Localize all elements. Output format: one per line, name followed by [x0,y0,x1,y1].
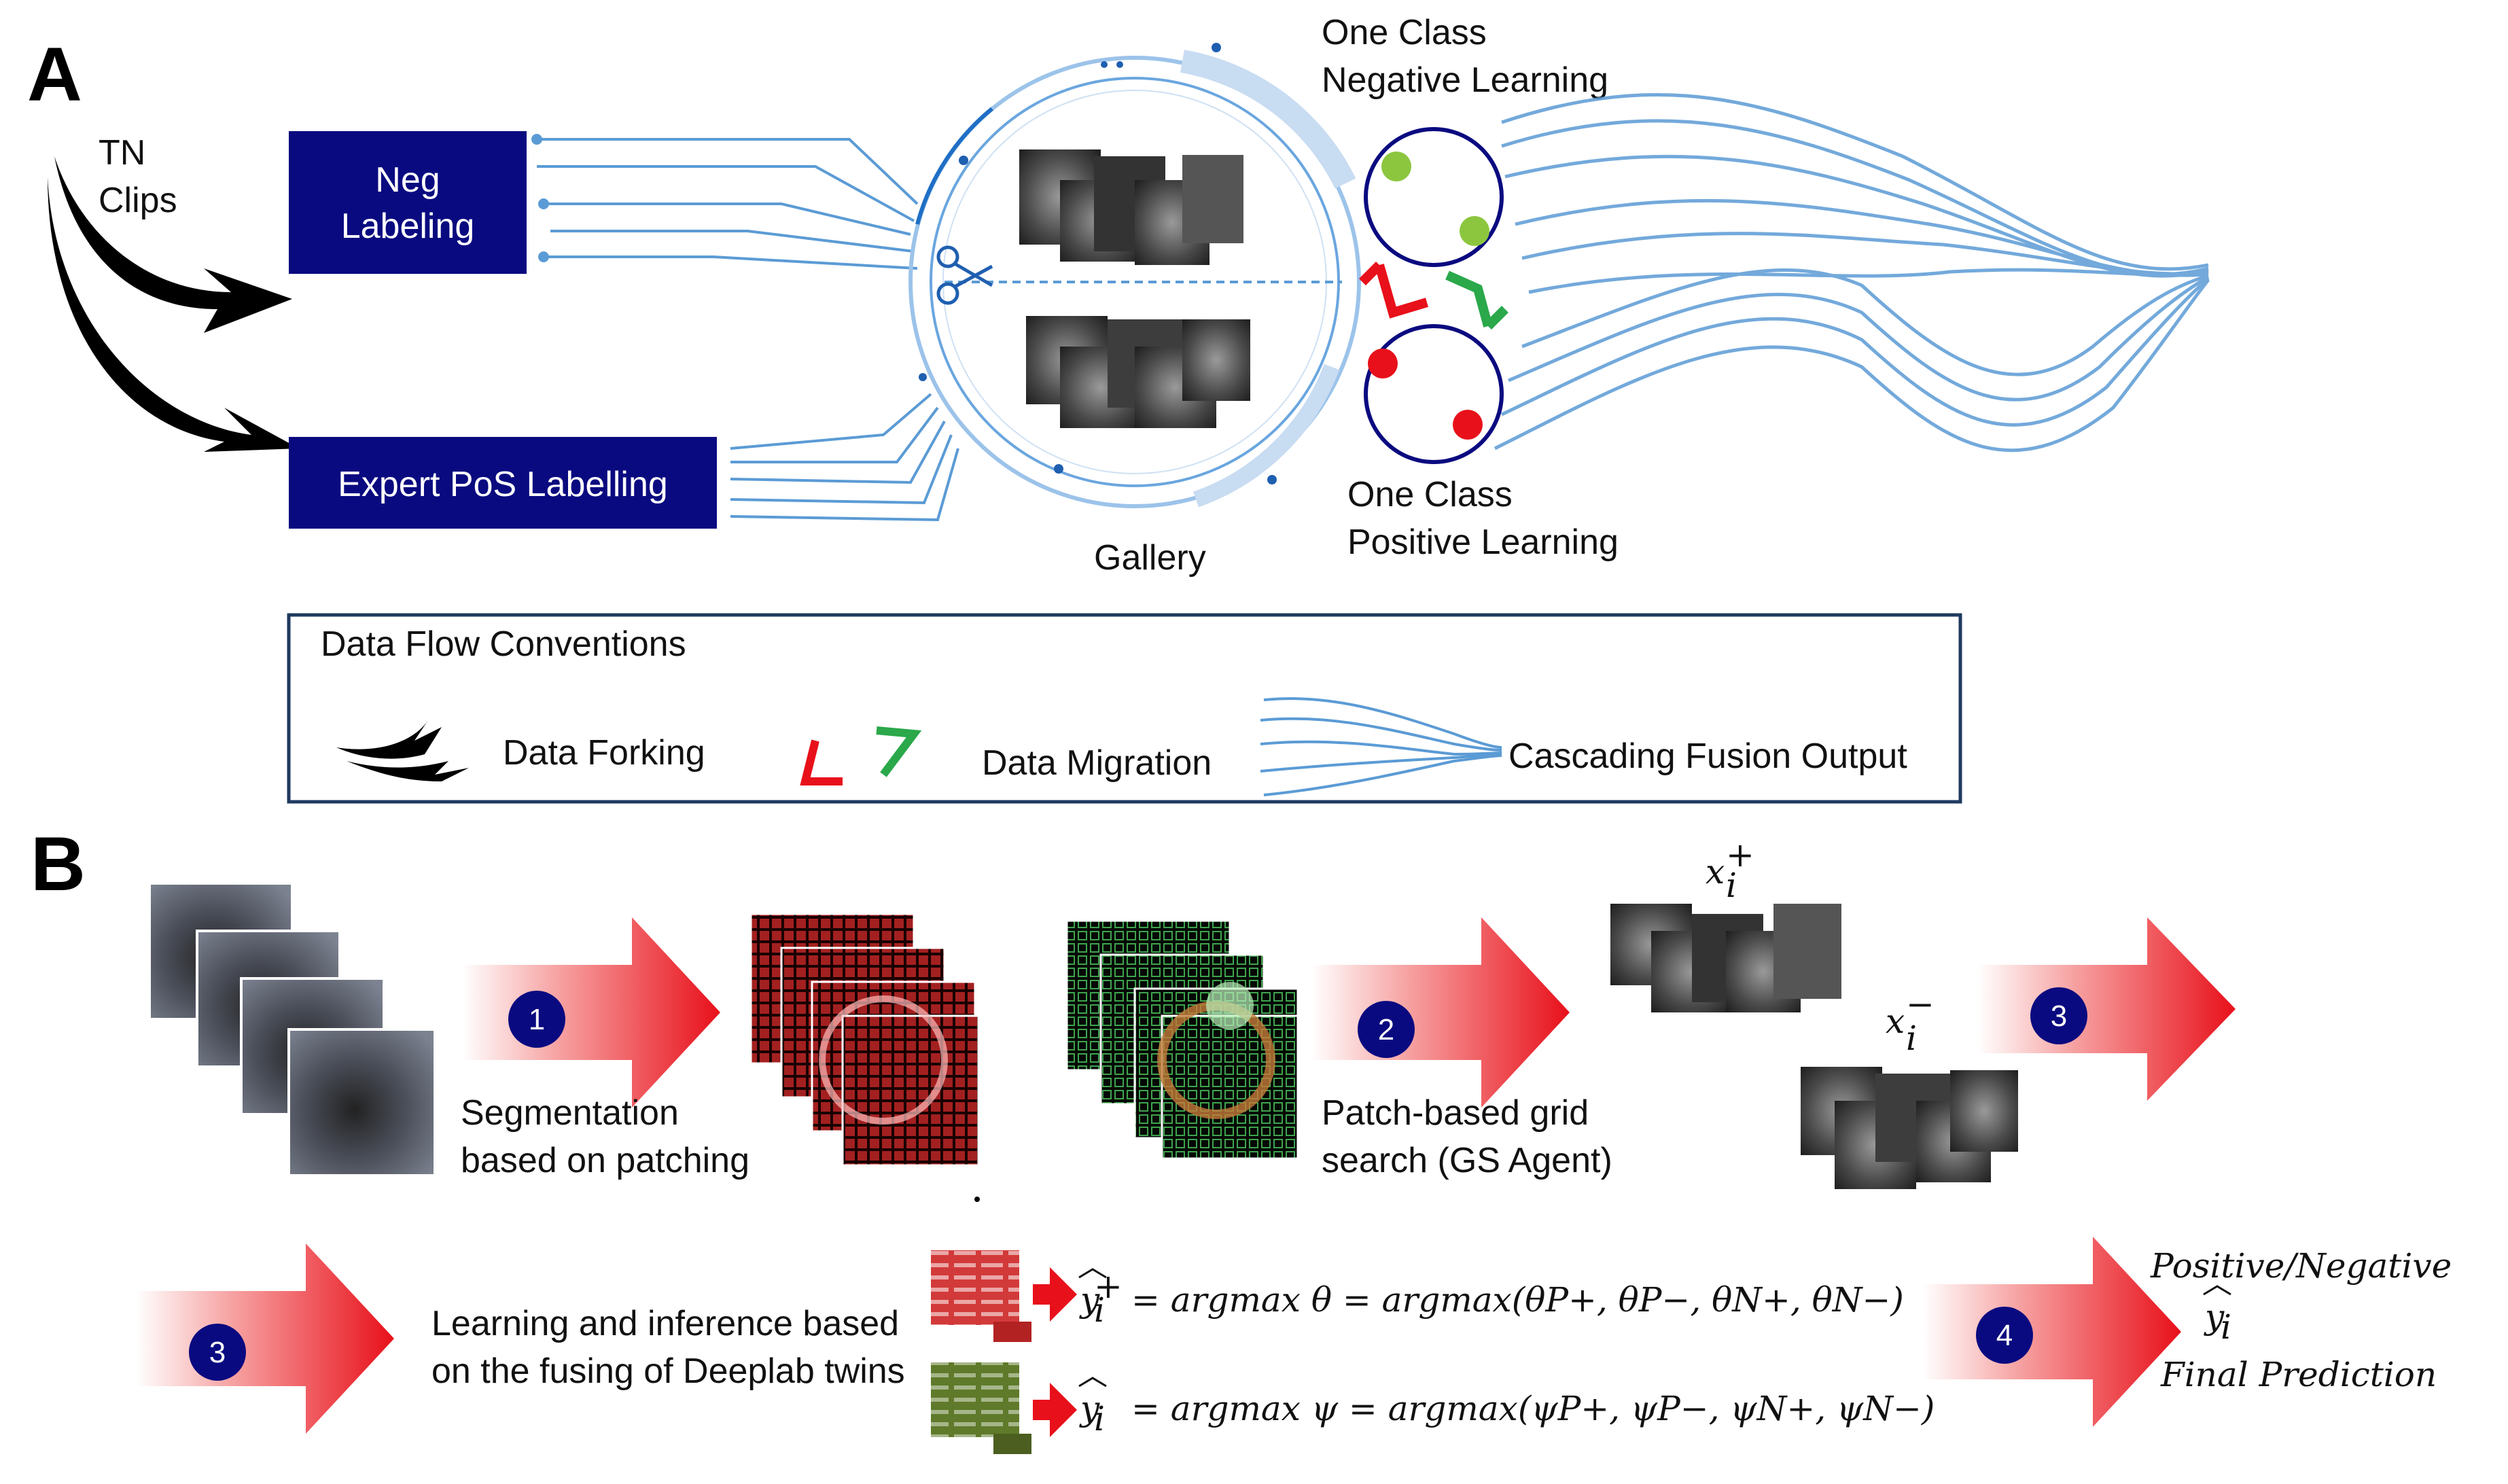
svg-text:x: x [1706,852,1725,891]
svg-text:1: 1 [529,1003,545,1036]
svg-text:y: y [2204,1297,2225,1337]
tn-clips-label: TN Clips [99,133,177,220]
svg-text:+: + [1726,835,1754,874]
deeplab-twin-positive-server-icon [931,1250,1077,1342]
svg-text:−: − [1906,985,1935,1024]
segmentation-patch-stack [749,913,980,1167]
neg-flow-lines [531,134,919,270]
step2-arrow: 2 [1311,917,1570,1108]
gallery-positive-images [1026,316,1250,428]
one-class-positive-circle [1364,324,1504,464]
svg-text:i: i [1726,866,1737,905]
svg-text:Positive Learning: Positive Learning [1347,523,1619,562]
learning-label: Learning and inference based on the fusi… [431,1304,905,1391]
svg-text:Patch-based grid: Patch-based grid [1322,1093,1589,1133]
svg-text:Clips: Clips [99,181,177,220]
step1-label: Segmentation based on patching [461,1093,749,1180]
decorative-dot [974,1197,980,1202]
step4-arrow: 4 [1923,1237,2181,1427]
svg-text:One Class: One Class [1322,13,1487,52]
svg-text:i: i [1906,1019,1917,1058]
svg-text:Cascading Fusion Output: Cascading Fusion Output [1508,737,1907,776]
step2-label: Patch-based grid search (GS Agent) [1322,1093,1612,1180]
svg-text:Data Forking: Data Forking [503,733,705,773]
svg-text:4: 4 [1996,1319,2013,1352]
equation-y-plus: y + i = argmax θ = argmax(θP+, θP−, θN+,… [1078,1267,1904,1330]
svg-text:Negative Learning: Negative Learning [1322,60,1608,100]
svg-text:= argmax θ = argmax(θP+, θP−,: = argmax θ = argmax(θP+, θP−, θN+, θN−) [1131,1280,1904,1320]
neg-labeling-box: Neg Labeling [289,131,527,274]
panel-b-letter: B [31,822,86,906]
gallery-negative-images [1019,149,1243,265]
svg-text:x: x [1886,1002,1905,1041]
svg-text:Neg: Neg [375,160,440,200]
svg-text:Data Migration: Data Migration [982,743,1212,783]
grid-search-patch-stack [1065,919,1299,1160]
cascading-fusion-output [1494,93,2210,453]
svg-text:y: y [1079,1280,1100,1320]
svg-text:= argmax ψ = argmax(ψP+, ψP−,: = argmax ψ = argmax(ψP+, ψP−, ψN+, ψN−) [1131,1389,1935,1428]
x-plus-images [1610,904,1841,1012]
svg-text:Positive/Negative: Positive/Negative [2150,1246,2452,1286]
scissors-icon [936,245,993,305]
deeplab-twin-negative-server-icon [931,1362,1077,1454]
gallery-label: Gallery [1094,538,1206,578]
one-class-negative-circle [1364,127,1504,267]
svg-text:y: y [1079,1389,1100,1428]
svg-text:Learning and inference based: Learning and inference based [431,1304,899,1343]
legend-fusion-icon [1260,697,1502,796]
migration-arrows [1359,262,1508,330]
svg-text:TN: TN [99,133,145,173]
final-prediction-label: Positive/Negative y i Final Prediction [2150,1246,2452,1394]
svg-text:i: i [1094,1290,1105,1330]
panel-a-letter: A [27,32,82,117]
step3-arrow-bottom: 3 [136,1243,394,1434]
legend-migration-icon [800,726,922,785]
svg-text:One Class: One Class [1347,475,1513,514]
svg-text:search (GS Agent): search (GS Agent) [1322,1141,1612,1180]
legend-forking-icon [336,720,469,781]
one-class-positive-label: One Class Positive Learning [1347,475,1619,562]
step1-arrow: 1 [462,917,720,1108]
svg-text:2: 2 [1378,1013,1394,1046]
expert-pos-labelling-box: Expert PoS Labelling [289,437,717,529]
svg-text:on the fusing of Deeplab twins: on the fusing of Deeplab twins [431,1352,905,1391]
one-class-negative-label: One Class Negative Learning [1322,13,1608,100]
legend-box: Data Flow Conventions Data Forking Data … [287,613,1962,804]
svg-text:Segmentation: Segmentation [461,1093,679,1133]
ultrasound-input-stack [148,882,436,1177]
svg-text:based on patching: based on patching [461,1141,749,1180]
x-minus-images [1801,1067,2018,1189]
x-minus-label: x − i [1886,985,1935,1058]
equation-y-minus: y i = argmax ψ = argmax(ψP+, ψP−, ψN+, ψ… [1078,1377,1935,1438]
svg-text:3: 3 [209,1336,226,1369]
svg-text:Final Prediction: Final Prediction [2160,1355,2437,1394]
svg-text:Data Flow Conventions: Data Flow Conventions [321,624,686,664]
svg-text:i: i [2221,1307,2231,1347]
svg-text:Expert PoS Labelling: Expert PoS Labelling [338,465,668,504]
svg-text:3: 3 [2051,1000,2067,1033]
svg-text:i: i [1094,1399,1105,1438]
pos-flow-lines [730,393,959,522]
data-forking-arrows [48,156,299,452]
svg-text:Labeling: Labeling [341,207,475,246]
step3-arrow-top: 3 [1977,917,2236,1101]
x-plus-label: x + i [1706,835,1754,905]
